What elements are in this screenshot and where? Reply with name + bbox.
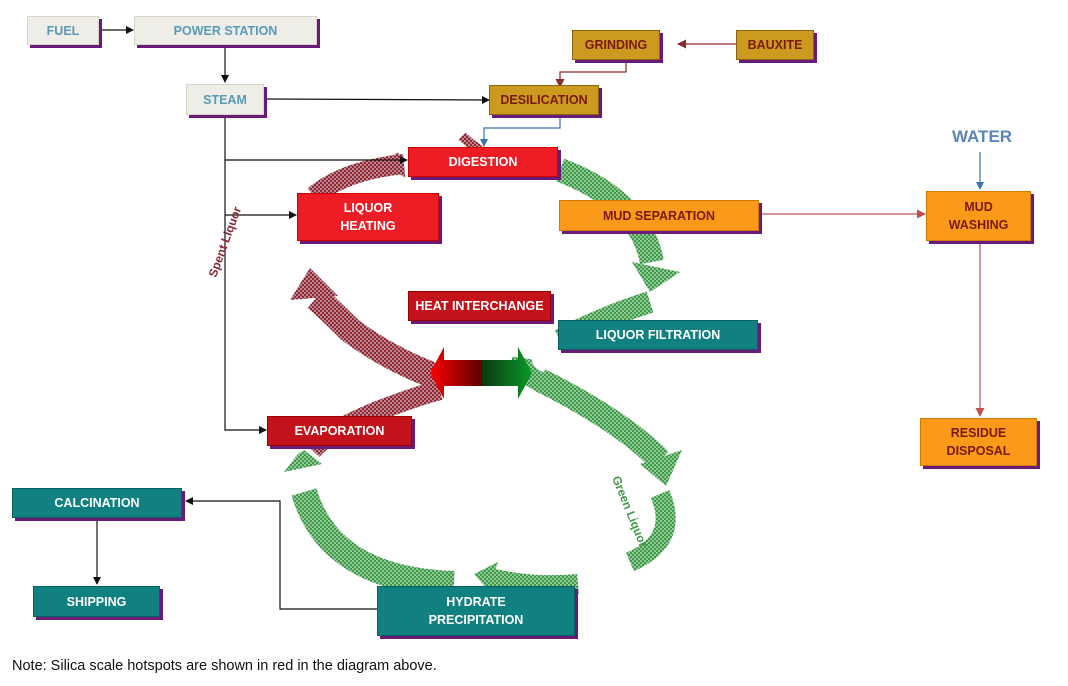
- footnote: Note: Silica scale hotspots are shown in…: [12, 658, 437, 674]
- node-mud-washing: MUD WASHING: [926, 191, 1031, 241]
- node-hydrate-precipitation: HYDRATE PRECIPITATION: [377, 586, 575, 636]
- node-steam: STEAM: [186, 84, 264, 115]
- node-mud-separation: MUD SEPARATION: [559, 200, 759, 231]
- node-power-station: POWER STATION: [134, 16, 317, 45]
- node-bauxite: BAUXITE: [736, 30, 814, 60]
- water-label: WATER: [951, 127, 1013, 146]
- node-fuel: FUEL: [27, 16, 99, 45]
- node-desilication: DESILICATION: [489, 85, 599, 115]
- node-calcination: CALCINATION: [12, 488, 182, 518]
- node-grinding: GRINDING: [572, 30, 660, 60]
- node-shipping: SHIPPING: [33, 586, 160, 617]
- node-residue-disposal: RESIDUE DISPOSAL: [920, 418, 1037, 466]
- node-heat-interchange: HEAT INTERCHANGE: [408, 291, 551, 321]
- node-liquor-heating: LIQUOR HEATING: [297, 193, 439, 241]
- node-digestion: DIGESTION: [408, 147, 558, 177]
- green-liquor-label: Green Liquor: [609, 474, 650, 549]
- green-liquor-flow: [284, 158, 682, 597]
- node-evaporation: EVAPORATION: [267, 416, 412, 446]
- connector-lines: [93, 26, 985, 610]
- node-liquor-filtration: LIQUOR FILTRATION: [558, 320, 758, 350]
- heat-interchange-arrow: [430, 347, 532, 399]
